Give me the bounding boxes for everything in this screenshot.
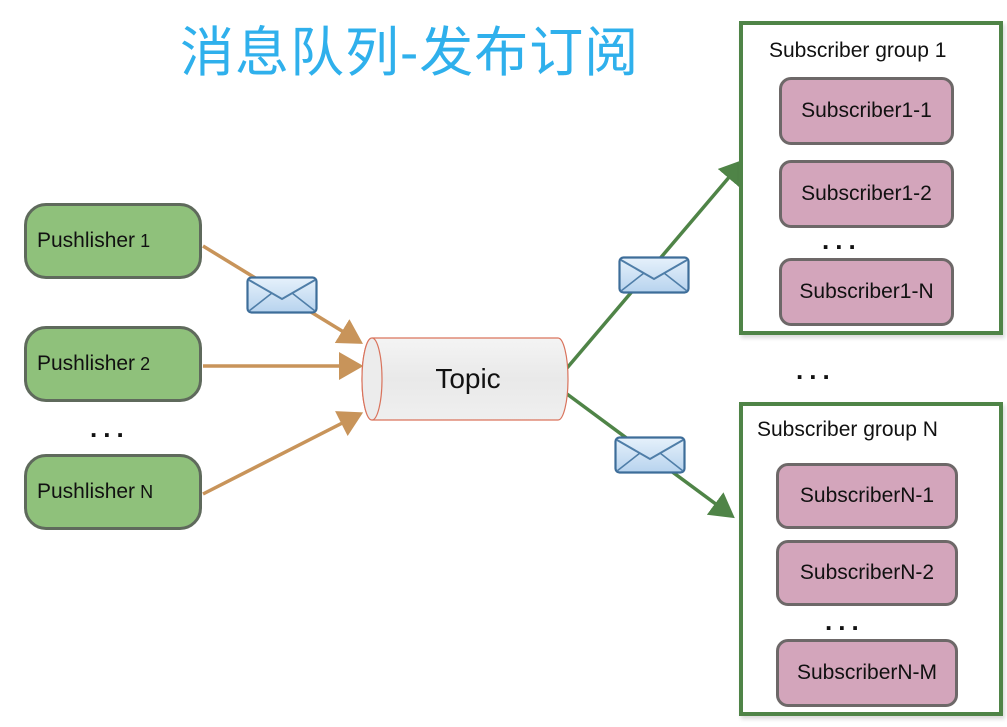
envelope-icon <box>614 436 686 474</box>
publisher-n-label: Pushlisher <box>37 480 136 503</box>
cylinder-shape <box>361 337 569 421</box>
publisher-n[interactable]: Pushlisher N <box>24 454 202 530</box>
subscriber-group-1[interactable]: Subscriber group 1 Subscriber1-1 Subscri… <box>739 21 1003 335</box>
publisher-1-label: Pushlisher <box>37 229 136 252</box>
publish-arrow-n <box>202 411 364 496</box>
subscriber-1-1[interactable]: Subscriber1-1 <box>779 77 954 145</box>
publisher-1-number: 1 <box>140 230 151 251</box>
subscriber-1-n[interactable]: Subscriber1-N <box>779 258 954 326</box>
group-1-ellipsis: ... <box>822 225 862 255</box>
topic-cylinder[interactable]: Topic <box>360 336 570 422</box>
publisher-2-number: 2 <box>140 353 151 374</box>
publisher-n-number: N <box>140 481 154 502</box>
subscriber-1-2[interactable]: Subscriber1-2 <box>779 160 954 228</box>
subscriber-n-m[interactable]: SubscriberN-M <box>776 639 958 707</box>
publisher-2-label: Pushlisher <box>37 352 136 375</box>
envelope-icon <box>618 256 690 294</box>
publisher-ellipsis: ... <box>90 413 130 443</box>
subscriber-n-1[interactable]: SubscriberN-1 <box>776 463 958 529</box>
subscriber-group-n[interactable]: Subscriber group N SubscriberN-1 Subscri… <box>739 402 1003 716</box>
topic-label: Topic <box>435 363 501 394</box>
diagram-title: 消息队列-发布订阅 <box>180 21 640 84</box>
publisher-2[interactable]: Pushlisher 2 <box>24 326 202 402</box>
subscriber-n-2[interactable]: SubscriberN-2 <box>776 540 958 606</box>
group-ellipsis: ... <box>796 355 836 385</box>
group-1-title: Subscriber group 1 <box>769 39 947 62</box>
envelope-icon <box>246 276 318 314</box>
group-n-title: Subscriber group N <box>757 418 938 441</box>
group-n-ellipsis: ... <box>825 606 865 636</box>
publisher-1[interactable]: Pushlisher 1 <box>24 203 202 279</box>
